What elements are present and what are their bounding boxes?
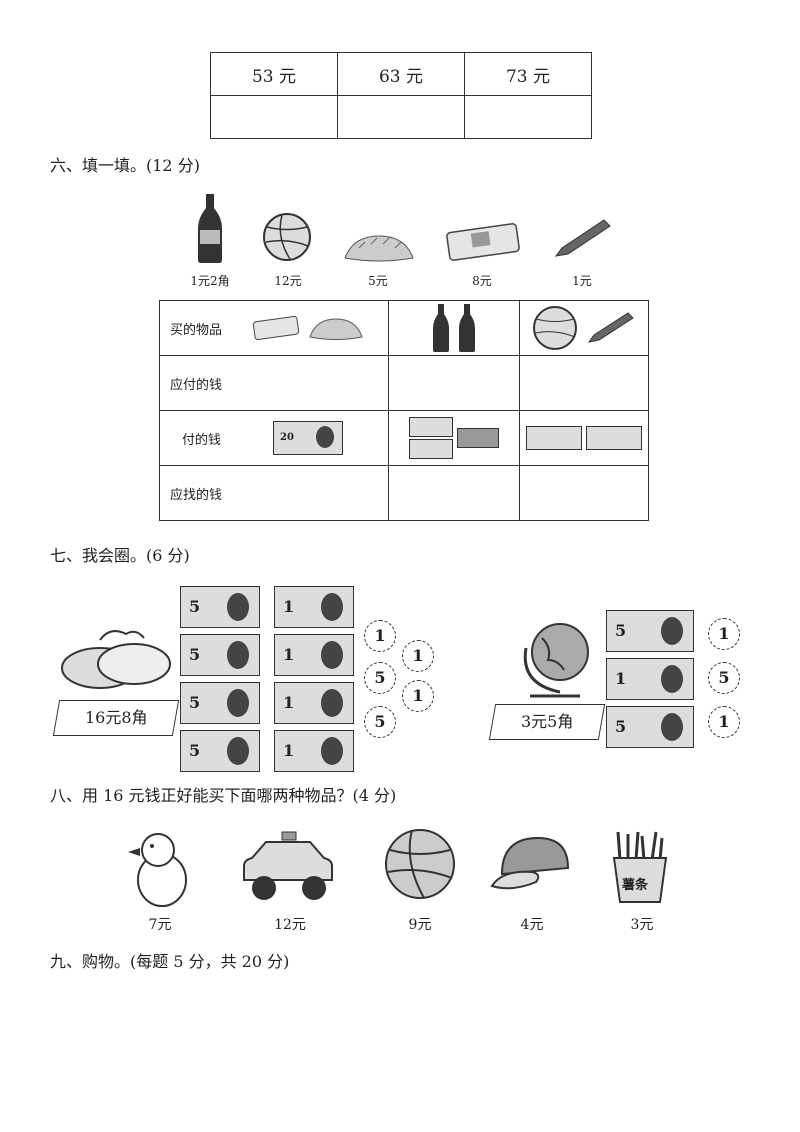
right-banknotes: 5 1 5 (606, 610, 694, 748)
row-should-pay: 应付的钱 (159, 355, 389, 411)
section6-heading: 六、填一填。(12 分) (50, 156, 200, 175)
banknote-icon (457, 428, 499, 448)
item-price: 9元 (408, 917, 432, 933)
portrait-icon (321, 641, 343, 669)
pencil-case-icon (446, 223, 520, 261)
banknote[interactable]: 5 (180, 586, 260, 628)
coin[interactable]: 1 (402, 680, 434, 712)
portrait-icon (227, 737, 249, 765)
left-banknotes: 5 1 5 1 5 1 5 1 (180, 586, 356, 772)
cap-icon (490, 836, 570, 890)
banknote-icon (586, 426, 642, 450)
portrait-icon (321, 737, 343, 765)
coin[interactable]: 5 (364, 706, 396, 738)
globe-icon (523, 623, 589, 698)
paid-cell (519, 410, 649, 466)
cola-bottle-icon (198, 194, 222, 263)
coin[interactable]: 1 (708, 706, 740, 738)
answer-cell[interactable] (388, 355, 520, 411)
banknote[interactable]: 1 (274, 634, 354, 676)
banknote[interactable]: 5 (180, 730, 260, 772)
row-bought: 买的物品 (159, 300, 389, 356)
row-label: 付的钱 (182, 432, 222, 448)
bread-icon (309, 318, 363, 340)
section9-heading: 九、购物。(每题 5 分，共 20 分) (50, 952, 290, 971)
price-table: 53 元 63 元 73 元 (210, 52, 592, 139)
portrait-icon (227, 689, 249, 717)
answer-cell[interactable] (519, 355, 649, 411)
paid-cell (388, 410, 520, 466)
banknote-icon (409, 439, 453, 459)
answer-cell[interactable] (464, 95, 592, 139)
coin[interactable]: 5 (708, 662, 740, 694)
banknote[interactable]: 1 (274, 586, 354, 628)
item-price: 12元 (274, 917, 306, 933)
portrait-icon (661, 617, 683, 645)
answer-cell[interactable] (388, 465, 520, 521)
banknote[interactable]: 5 (606, 706, 694, 748)
bought-cell (519, 300, 649, 356)
cola-bottle-icon (433, 304, 449, 352)
cola-bottle-icon (459, 304, 475, 352)
section7-heading: 七、我会圈。(6 分) (50, 546, 190, 565)
price-cell: 53 元 (210, 52, 338, 96)
volleyball-icon (385, 829, 455, 899)
item-price: 1元2角 (190, 274, 230, 288)
banknote[interactable]: 1 (274, 682, 354, 724)
volleyball-icon (263, 213, 311, 261)
row-label: 买的物品 (170, 322, 223, 338)
portrait-icon (321, 593, 343, 621)
banknote[interactable]: 5 (180, 634, 260, 676)
coin[interactable]: 1 (364, 620, 396, 652)
item-price: 3元 (630, 917, 654, 933)
answer-cell[interactable] (337, 95, 465, 139)
price-cell: 63 元 (337, 52, 465, 96)
banknote-20: 20 (273, 421, 344, 455)
volleyball-icon (533, 306, 577, 350)
coin[interactable]: 5 (364, 662, 396, 694)
bread-icon (344, 235, 414, 262)
toy-car-icon (243, 831, 333, 900)
pen-icon (554, 219, 611, 257)
item-price: 12元 (274, 274, 302, 288)
coin[interactable]: 1 (402, 640, 434, 672)
item-price: 1元 (572, 274, 592, 288)
penguin-icon (128, 833, 187, 907)
banknote-icon (526, 426, 582, 450)
row-change: 应找的钱 (159, 465, 389, 521)
item-price: 4元 (520, 917, 544, 933)
price-cell: 73 元 (464, 52, 592, 96)
portrait-icon (661, 665, 683, 693)
price-label-left: 16元8角 (52, 700, 180, 736)
fries-icon: 薯条 (608, 830, 672, 904)
pencil-case-icon (252, 315, 300, 341)
coin[interactable]: 1 (708, 618, 740, 650)
banknote-icon (409, 417, 453, 437)
banknote[interactable]: 5 (606, 610, 694, 652)
answer-cell[interactable] (210, 95, 338, 139)
banknote[interactable]: 1 (274, 730, 354, 772)
item-price: 8元 (472, 274, 492, 288)
banknote[interactable]: 1 (606, 658, 694, 700)
bought-cell (388, 300, 520, 356)
row-paid: 付的钱 20 (159, 410, 389, 466)
banknote[interactable]: 5 (180, 682, 260, 724)
shoes-icon (61, 630, 171, 689)
item-price: 5元 (368, 274, 388, 288)
portrait-icon (661, 713, 683, 741)
portrait-icon (321, 689, 343, 717)
answer-cell[interactable] (519, 465, 649, 521)
portrait-icon (227, 593, 249, 621)
price-label-right: 3元5角 (488, 704, 606, 740)
pen-icon (587, 312, 634, 343)
shopping-table: 买的物品 应付的钱 付的钱 (159, 300, 649, 521)
item-price: 7元 (148, 917, 172, 933)
portrait-icon (316, 426, 335, 448)
portrait-icon (227, 641, 249, 669)
section8-heading: 八、用 16 元钱正好能买下面哪两种物品？(4 分) (50, 786, 397, 805)
